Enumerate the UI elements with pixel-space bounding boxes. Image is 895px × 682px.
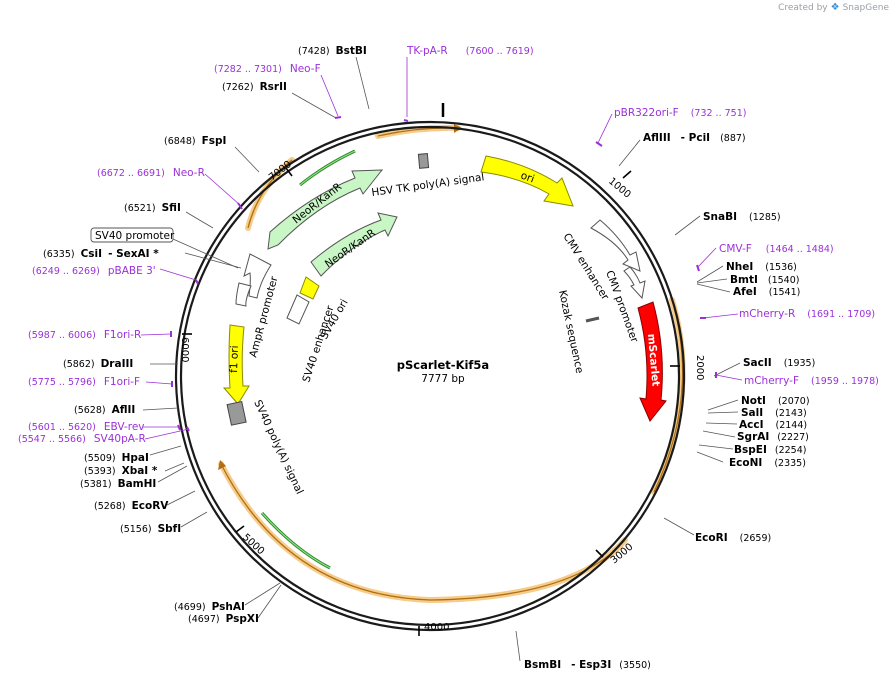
site-sgrai[interactable]: SgrAI(2227) [737, 431, 809, 443]
primer-f1ori-f[interactable]: (5775 .. 5796)F1ori-F [28, 376, 140, 388]
hsv-tk-polya-label: HSV TK poly(A) signal [371, 171, 485, 199]
ori-label: ori [519, 170, 536, 186]
site-bamhi[interactable]: (5381)BamHI [80, 478, 156, 490]
hsv-tk-polya-box [417, 153, 430, 169]
tick-2000: 2000 [694, 355, 705, 380]
site-xbai[interactable]: (5393)XbaI * [84, 465, 158, 477]
primer-tk-pa-r[interactable]: TK-pA-R(7600 .. 7619) [406, 45, 534, 57]
primer-f1ori-r[interactable]: (5987 .. 6006)F1ori-R [28, 329, 141, 341]
plasmid-name: pScarlet-Kif5a [397, 358, 489, 372]
site-nhei[interactable]: NheI(1536) [726, 261, 797, 273]
sv40-enhancer-feature [286, 294, 310, 325]
site-noti[interactable]: NotI(2070) [741, 395, 810, 407]
site-sbfi[interactable]: (5156)SbfI [120, 523, 181, 535]
site-econi[interactable]: EcoNI(2335) [729, 457, 806, 469]
tick-4000: 4000 [424, 622, 449, 633]
backbone-inner [179, 125, 681, 627]
snapgene-brand: Created by ❖ SnapGene [778, 2, 889, 13]
site-pspxi[interactable]: (4697)PspXI [188, 613, 259, 625]
brand-prefix: Created by [778, 2, 828, 13]
site-ecorv[interactable]: (5268)EcoRV [94, 500, 169, 512]
ampr-promoter-feature [235, 282, 252, 307]
kozak-label: Kozak sequence [556, 289, 585, 374]
ori-feature [480, 155, 574, 207]
brand-name: SnapGene [842, 2, 889, 13]
site-draiii[interactable]: (5862)DraIII [63, 358, 133, 370]
site-acci[interactable]: AccI(2144) [739, 419, 807, 431]
sv40-promoter-leader [172, 238, 239, 269]
primer-mcherry-r[interactable]: mCherry-R(1691 .. 1709) [739, 308, 875, 320]
mscarlet-feature [637, 301, 667, 422]
cmv-enhancer-feature [590, 219, 641, 272]
kozak-mark [585, 316, 600, 323]
site-afliii-pcii[interactable]: AflIII- PciI(887) [643, 132, 746, 144]
primer-sv40pa-r[interactable]: (5547 .. 5566)SV40pA-R [18, 433, 146, 445]
site-sali[interactable]: SalI(2143) [741, 407, 807, 419]
primer-ebv-rev[interactable]: (5601 .. 5620)EBV-rev [28, 421, 145, 433]
green-arc-fill [261, 150, 356, 569]
sv40-promoter-label[interactable]: SV40 promoter [95, 230, 175, 242]
f1-ori-feature [222, 324, 250, 405]
site-afei[interactable]: AfeI(1541) [733, 286, 800, 298]
sv40-polya-box [226, 400, 247, 426]
site-sacii[interactable]: SacII(1935) [743, 357, 815, 369]
site-bstbi[interactable]: (7428)BstBI [298, 45, 367, 57]
primer-cmv-f[interactable]: CMV-F(1464 .. 1484) [719, 243, 834, 255]
site-pshai[interactable]: (4699)PshAI [174, 601, 245, 613]
sv40-ori-feature [299, 276, 320, 300]
sv40-polya-label: SV40 poly(A) signal [251, 398, 305, 496]
primer-pbabe-3[interactable]: (6249 .. 6269)pBABE 3' [32, 265, 156, 277]
primer-mcherry-f[interactable]: mCherry-F(1959 .. 1978) [744, 375, 879, 387]
site-fspi[interactable]: (6848)FspI [164, 135, 226, 147]
neo-kanr-label-1: NeoR/KanR [290, 181, 344, 227]
snapgene-logo-icon: ❖ [830, 2, 840, 13]
plasmid-length: 7777 bp [421, 373, 465, 385]
tick-5000: 5000 [240, 532, 266, 557]
tick-6000: 6000 [179, 337, 190, 362]
cmv-promoter-feature [623, 266, 646, 300]
site-bmti[interactable]: BmtI(1540) [730, 274, 799, 286]
site-csii-sexai[interactable]: (6335)CsiI- SexAI * [43, 248, 159, 260]
primer-neo-f[interactable]: (7282 .. 7301)Neo-F [214, 63, 321, 75]
primer-leader-lines [140, 57, 743, 440]
site-aflii[interactable]: (5628)AflII [74, 404, 135, 416]
orf-arrowhead-bottom [218, 460, 226, 470]
neo-kanr-feature-2 [310, 212, 398, 277]
primer-neo-r[interactable]: (6672 .. 6691)Neo-R [97, 167, 205, 179]
site-snabi[interactable]: SnaBI(1285) [703, 211, 781, 223]
backbone-outer [174, 120, 686, 632]
sv40-promoter-label-box [90, 227, 174, 243]
site-bsmbi-esp3i[interactable]: BsmBI- Esp3I(3550) [524, 659, 651, 671]
site-hpai[interactable]: (5509)HpaI [84, 452, 149, 464]
primer-pbr322ori-f[interactable]: pBR322ori-F(732 .. 751) [614, 107, 746, 119]
neo-kanr-feature-1 [267, 169, 384, 250]
site-ecori[interactable]: EcoRI(2659) [695, 532, 771, 544]
tick-marks [182, 167, 680, 636]
site-sfii[interactable]: (6521)SfiI [124, 202, 181, 214]
primer-marks [170, 116, 717, 432]
site-rsrii[interactable]: (7262)RsrII [222, 81, 287, 93]
f1-ori-label: f1 ori [228, 345, 241, 373]
mscarlet-label: mScarlet [645, 333, 662, 387]
site-bspei[interactable]: BspEI(2254) [734, 444, 806, 456]
